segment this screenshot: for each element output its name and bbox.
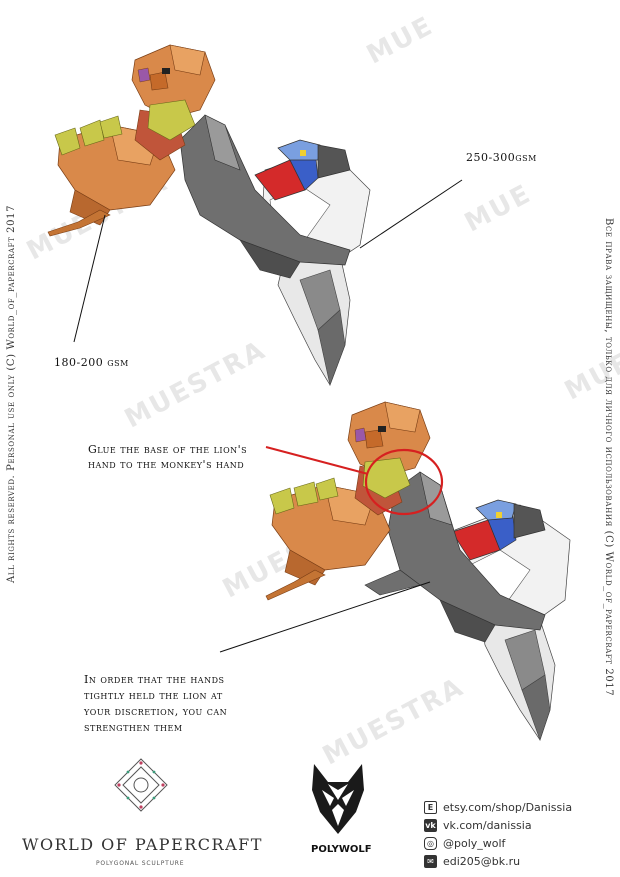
contact-etsy-text: etsy.com/shop/Danissia	[443, 800, 573, 814]
pointer-line-monkey-paper	[359, 179, 463, 249]
illustration-monkey-lion-bottom	[219, 401, 571, 741]
glue-highlight-circle	[364, 448, 444, 516]
brand-tagline: POLYGONAL SCULPTURE	[96, 860, 185, 867]
paper-weight-label-lion: 180-200 gsm	[54, 356, 129, 369]
polywolf-brand-label: POLYWOLF	[311, 844, 372, 855]
lion-top	[47, 44, 216, 237]
email-icon: ✉	[424, 854, 437, 868]
contact-vk[interactable]: vk vk.com/danissia	[424, 816, 572, 834]
lion-bottom	[265, 401, 431, 601]
monkey-arm-top	[179, 114, 351, 279]
contact-email-text: edi205@bk.ru	[443, 854, 521, 868]
illustration-monkey-lion-top	[47, 44, 463, 387]
tip-line-1: In order that the hands	[84, 673, 225, 686]
glue-instruction-line-1: Glue the base of the lion's	[88, 443, 248, 456]
contact-instagram[interactable]: ◎ @poly_wolf	[424, 834, 572, 852]
glue-pointer-line	[265, 446, 369, 475]
pointer-line-lion-paper	[73, 214, 106, 343]
tip-line-4: strengthen them	[84, 721, 183, 734]
glue-instruction-line-2: hand to the monkey's hand	[88, 458, 245, 471]
contact-etsy[interactable]: E etsy.com/shop/Danissia	[424, 798, 572, 816]
contact-instagram-text: @poly_wolf	[443, 836, 506, 850]
vk-icon: vk	[424, 818, 437, 832]
monkey-body-bottom	[451, 499, 571, 741]
etsy-icon: E	[424, 800, 437, 814]
tip-line-3: your discretion, you can	[84, 705, 228, 718]
contact-list: E etsy.com/shop/Danissia vk vk.com/danis…	[424, 798, 572, 870]
world-of-papercraft-emblem-icon	[114, 758, 168, 812]
strengthen-tip: In order that the hands tightly held the…	[84, 672, 227, 736]
tip-line-2: tightly held the lion at	[84, 689, 223, 702]
instagram-icon: ◎	[424, 836, 437, 850]
contact-email[interactable]: ✉ edi205@bk.ru	[424, 852, 572, 870]
contact-vk-text: vk.com/danissia	[443, 818, 532, 832]
glue-instruction: Glue the base of the lion's hand to the …	[88, 442, 247, 472]
brand-name: WORLD OF PAPERCRAFT	[22, 835, 263, 854]
polywolf-wolf-icon	[312, 764, 364, 834]
paper-weight-label-monkey: 250-300gsm	[466, 151, 537, 164]
tip-pointer-line	[219, 581, 431, 653]
